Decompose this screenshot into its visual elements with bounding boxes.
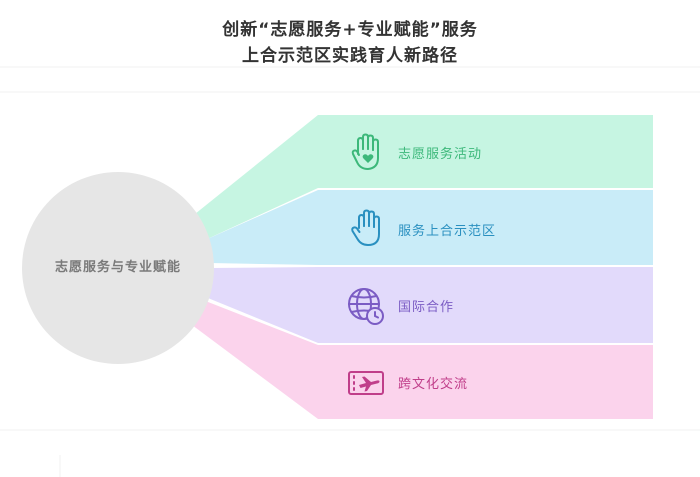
- band-0: [318, 115, 653, 188]
- hub-label: 志愿服务与专业赋能: [54, 260, 181, 275]
- item-label-volunteer-activities: 志愿服务活动: [398, 147, 483, 162]
- item-label-cross-cultural-exchange: 跨文化交流: [398, 377, 469, 392]
- title-line-1: 创新“志愿服务+专业赋能”服务: [222, 20, 478, 40]
- connector-1: [205, 190, 318, 265]
- hand-heart-icon: [351, 133, 379, 170]
- item-label-international-cooperation: 国际合作: [398, 300, 455, 315]
- raised-hand-icon: [351, 209, 380, 246]
- flight-ticket-icon: [348, 371, 384, 395]
- hub-circle: [22, 172, 214, 364]
- item-label-serve-sco-demo-zone: 服务上合示范区: [398, 224, 497, 239]
- connector-3: [188, 300, 318, 419]
- title-line-2: 上合示范区实践育人新路径: [242, 46, 458, 66]
- globe-clock-icon: [348, 288, 384, 325]
- connector-0: [190, 115, 318, 240]
- connector-2: [203, 267, 318, 343]
